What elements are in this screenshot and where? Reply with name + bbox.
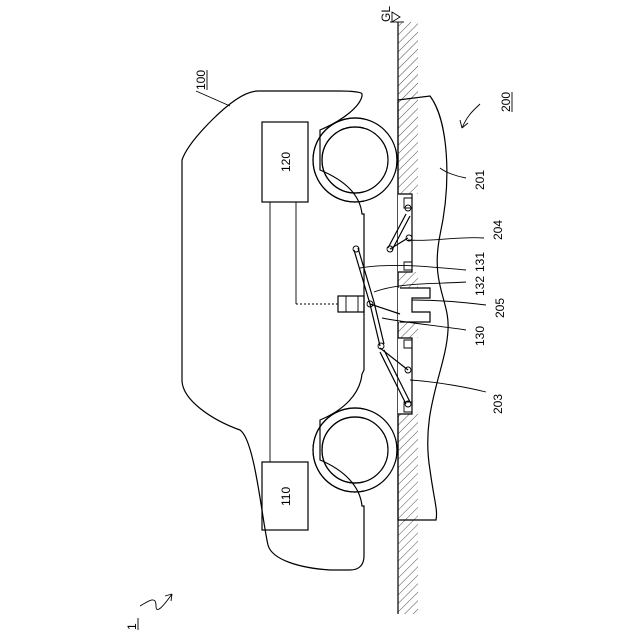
label-system: 1 [125,623,139,630]
linkage-arms [353,246,400,349]
label-132: 132 [473,276,487,296]
label-130: 130 [473,326,487,346]
label-203: 203 [491,394,505,414]
label-facility: 200 [499,92,513,112]
label-unit-120: 120 [279,152,293,172]
label-unit-110: 110 [279,487,293,506]
labels: 100 120 110 200 201 204 131 132 205 130 … [125,6,513,630]
label-205: 205 [493,298,507,318]
label-131: 131 [473,252,487,272]
label-ground-level: GL [379,6,393,22]
label-201: 201 [473,170,487,190]
label-204: 204 [491,220,505,240]
leader-lines [140,91,486,610]
connector-130 [338,296,364,312]
label-vehicle: 100 [194,70,208,90]
